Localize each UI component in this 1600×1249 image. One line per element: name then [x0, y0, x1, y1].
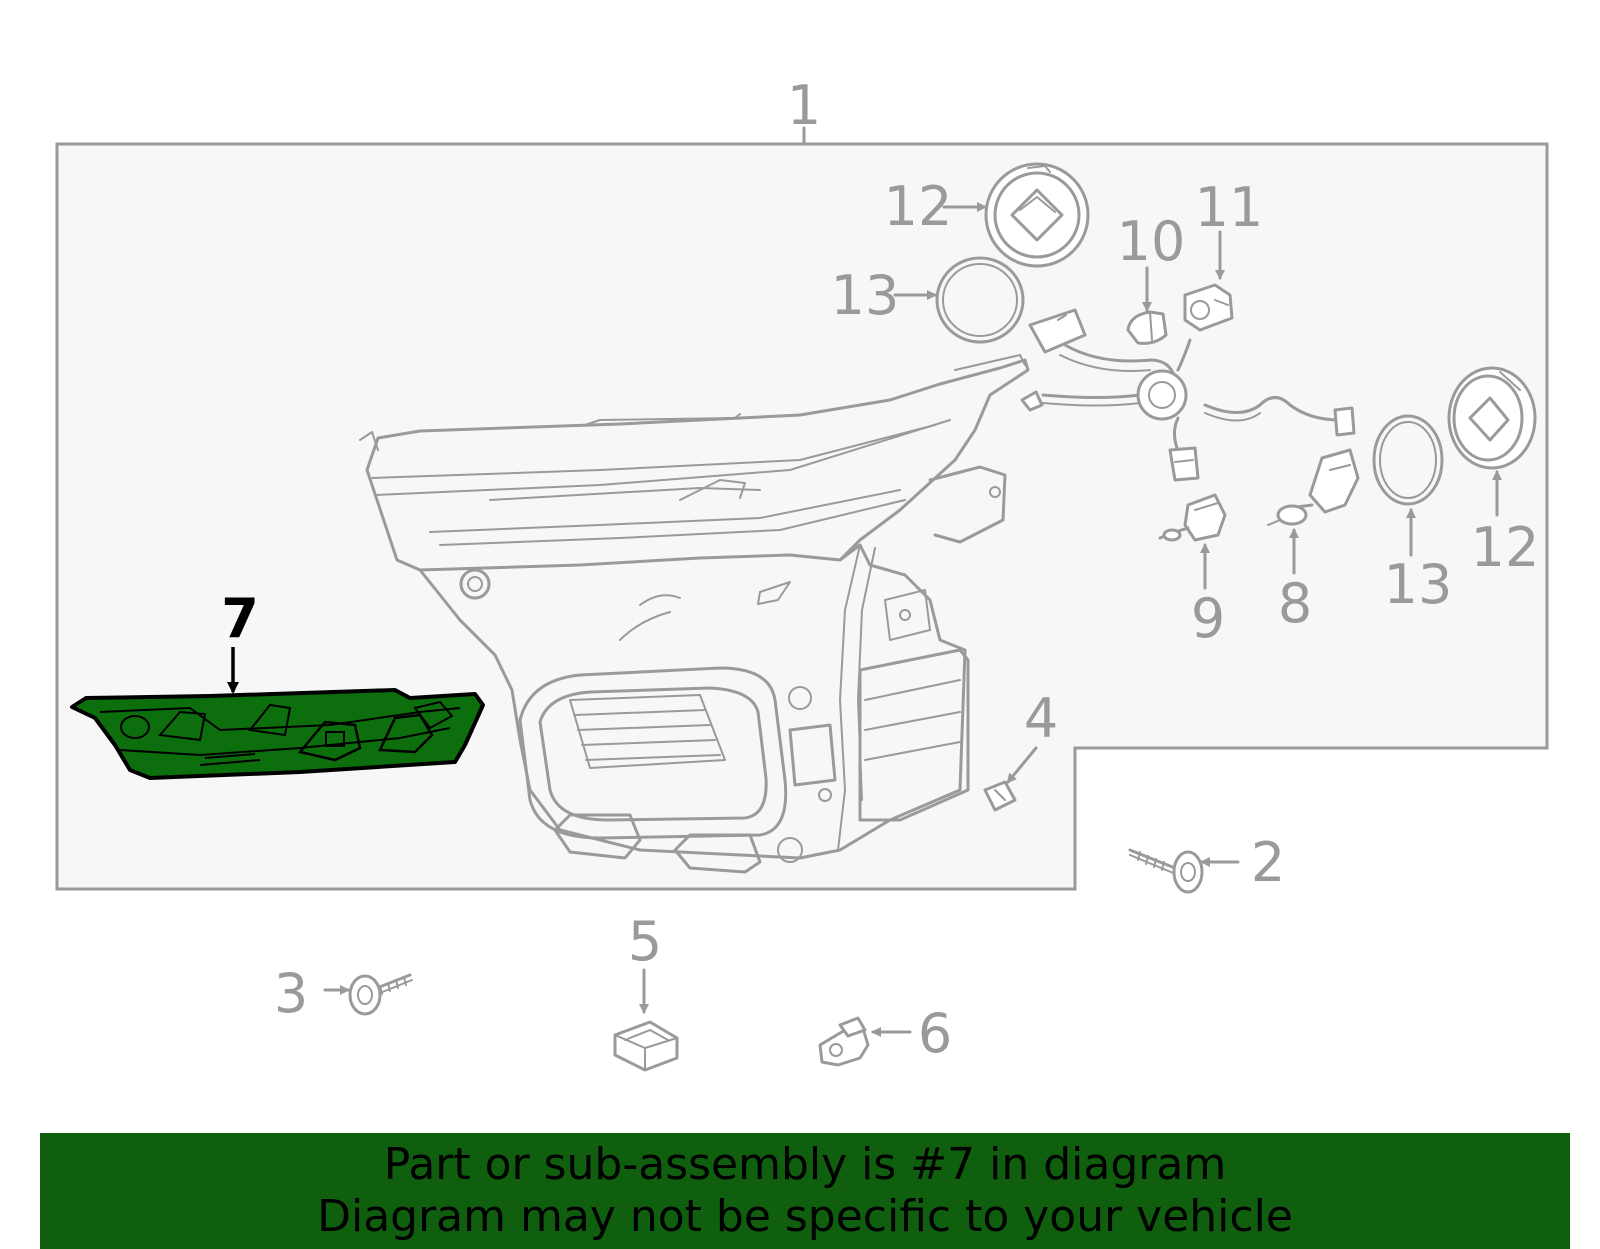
callout-8: 8 — [1278, 572, 1312, 635]
bolt-part-2[interactable] — [1128, 848, 1204, 894]
wiring-harness — [1020, 308, 1356, 482]
clip-nut-part-4[interactable] — [983, 780, 1017, 812]
callout-2: 2 — [1251, 831, 1285, 894]
headlamp-housing-drawing — [359, 354, 1030, 874]
cap-part-12-top[interactable] — [984, 162, 1090, 268]
banner-line-1: Part or sub-assembly is #7 in diagram — [383, 1139, 1227, 1190]
banner-line-2: Diagram may not be specific to your vehi… — [317, 1191, 1293, 1242]
callout-5: 5 — [628, 910, 662, 973]
part-7-highlight[interactable] — [70, 688, 485, 780]
callout-11: 11 — [1195, 176, 1264, 239]
callout-12-right: 12 — [1471, 516, 1540, 579]
assembly-outline-box — [55, 142, 1549, 891]
bulb-part-8[interactable] — [1267, 448, 1360, 526]
seal-ring-part-13-right[interactable] — [1372, 414, 1444, 506]
cap-part-12-right[interactable] — [1447, 366, 1537, 470]
callout-4: 4 — [1024, 687, 1058, 750]
info-banner: Part or sub-assembly is #7 in diagram Di… — [40, 1133, 1570, 1249]
callout-7-highlighted: 7 — [221, 587, 259, 650]
block-part-5[interactable] — [613, 1020, 679, 1072]
seal-ring-part-13-top[interactable] — [935, 256, 1025, 344]
callout-13-right: 13 — [1384, 553, 1453, 616]
clip-part-6[interactable] — [818, 1016, 870, 1067]
bolt-part-3[interactable] — [348, 973, 413, 1016]
callout-9: 9 — [1191, 587, 1225, 650]
socket-part-11[interactable] — [1183, 283, 1234, 332]
callout-13-top: 13 — [831, 264, 900, 327]
bulb-part-9[interactable] — [1158, 493, 1227, 542]
callout-3: 3 — [274, 962, 308, 1025]
callout-12-top: 12 — [884, 175, 953, 238]
leader-lines — [227, 202, 1502, 1037]
bulb-part-10[interactable] — [1126, 310, 1168, 345]
callout-1: 1 — [787, 74, 821, 137]
callout-10: 10 — [1117, 210, 1186, 273]
callout-6: 6 — [918, 1002, 952, 1065]
